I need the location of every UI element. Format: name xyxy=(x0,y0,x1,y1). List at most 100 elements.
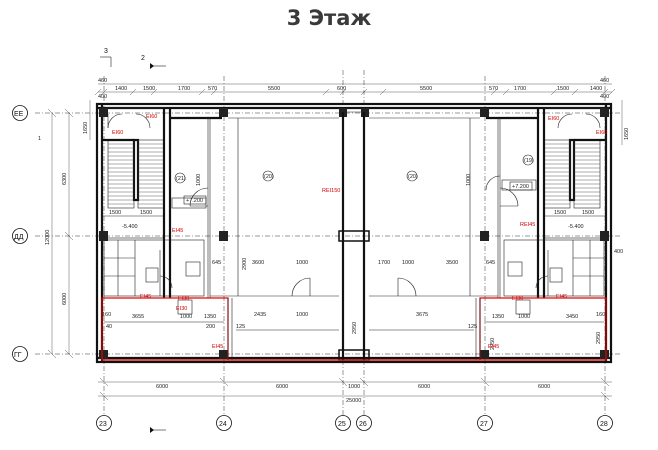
column-axis-27: 27 xyxy=(477,415,493,431)
dim-top-5: 5500 xyxy=(268,86,280,92)
fire-ratings: EI60 EI45 EI60 EI30 REI150 EI45 EI30 EI4… xyxy=(112,114,607,350)
axis-grid xyxy=(35,70,620,418)
svg-text:6300: 6300 xyxy=(62,173,68,185)
svg-text:125: 125 xyxy=(236,324,245,330)
column-axis-25: 25 xyxy=(335,415,351,431)
dim-top-1: 1400 xyxy=(115,86,127,92)
svg-text:1000: 1000 xyxy=(466,174,472,186)
column-axis-24: 24 xyxy=(216,415,232,431)
dimension-tick xyxy=(502,88,510,96)
dim-top-8: 570 xyxy=(489,86,498,92)
dimension-tick xyxy=(571,88,579,96)
dim-bottom-2: 6000 xyxy=(276,384,288,390)
svg-text:645: 645 xyxy=(486,260,495,266)
svg-text:1000: 1000 xyxy=(402,260,414,266)
level-mark-right: +7.200 xyxy=(512,184,529,190)
svg-text:23: 23 xyxy=(99,421,107,428)
room-markers: (20) (20) (21) (19) xyxy=(174,154,534,184)
right-corridor xyxy=(486,116,538,298)
svg-text:160: 160 xyxy=(596,312,605,318)
section-mark-3: 3 xyxy=(100,48,112,67)
svg-text:3450: 3450 xyxy=(566,314,578,320)
svg-text:24: 24 xyxy=(219,421,227,428)
fire-rating: REI45 xyxy=(520,222,535,228)
svg-text:ГГ: ГГ xyxy=(14,352,22,359)
level-marks: +7.200 +7.200 xyxy=(183,181,533,205)
svg-text:2: 2 xyxy=(141,55,145,62)
fire-rating: EI60 xyxy=(146,114,157,120)
dim-top-9: 1700 xyxy=(514,86,526,92)
room-mark-4: (19) xyxy=(524,158,534,164)
dim-top-small-3: 400 xyxy=(600,94,609,100)
svg-text:3500: 3500 xyxy=(446,260,458,266)
svg-text:26: 26 xyxy=(359,421,367,428)
section-arrow-bottom xyxy=(150,427,166,433)
row-axis-dd: ДД xyxy=(12,228,28,244)
svg-text:1000: 1000 xyxy=(518,314,530,320)
svg-text:1000: 1000 xyxy=(296,260,308,266)
fire-rating: EI30 xyxy=(178,296,189,302)
dim-top-3: 1700 xyxy=(178,86,190,92)
svg-text:25: 25 xyxy=(338,421,346,428)
left-dimension-chain: 6300 12000 6000 1650 1 xyxy=(38,100,91,359)
dim-bottom-5: 6000 xyxy=(538,384,550,390)
column-axis-23: 23 xyxy=(96,415,112,431)
section-mark-2: 2 xyxy=(141,55,166,69)
dimension-tick xyxy=(150,88,158,96)
svg-text:1350: 1350 xyxy=(204,314,216,320)
dimension-tick xyxy=(490,88,498,96)
svg-text:27: 27 xyxy=(480,421,488,428)
dim-bottom-total: 25000 xyxy=(346,398,361,404)
svg-text:200: 200 xyxy=(206,324,215,330)
row-axis-gg: ГГ xyxy=(12,346,28,362)
svg-text:1500: 1500 xyxy=(109,210,121,216)
dimension-tick xyxy=(322,88,330,96)
dim-bottom-4: 6000 xyxy=(418,384,430,390)
dim-top-small-1: 400 xyxy=(98,94,107,100)
svg-text:3655: 3655 xyxy=(132,314,144,320)
dimension-tick xyxy=(94,88,102,96)
room-mark-3: (21) xyxy=(176,176,186,182)
svg-text:400: 400 xyxy=(614,249,623,255)
dim-bottom-1: 6000 xyxy=(156,384,168,390)
fire-rating: EI60 xyxy=(112,130,123,136)
dimension-tick xyxy=(601,88,609,96)
dim-top-11: 1400 xyxy=(590,86,602,92)
svg-text:160: 160 xyxy=(102,312,111,318)
svg-text:1700: 1700 xyxy=(378,260,390,266)
svg-text:2950: 2950 xyxy=(596,332,602,344)
svg-text:2900: 2900 xyxy=(242,258,248,270)
svg-text:1350: 1350 xyxy=(492,314,504,320)
dim-top-6: 600 xyxy=(337,86,346,92)
dim-top-7: 5500 xyxy=(420,86,432,92)
svg-text:-5.400: -5.400 xyxy=(568,224,584,230)
dimension-tick xyxy=(210,88,218,96)
svg-text:1500: 1500 xyxy=(140,210,152,216)
dimension-tick xyxy=(608,88,616,96)
room-mark-1: (20) xyxy=(264,174,274,180)
interior-dims-right: 1700 1000 3500 645 3675 1350 1000 3450 1… xyxy=(378,174,605,350)
svg-text:2950: 2950 xyxy=(352,322,358,334)
fire-rating: EI45 xyxy=(140,294,151,300)
svg-text:ДД: ДД xyxy=(14,234,24,241)
fire-rating: EI60 xyxy=(548,116,559,122)
svg-text:2435: 2435 xyxy=(254,312,266,318)
level-mark-left: +7.200 xyxy=(186,198,203,204)
svg-text:28: 28 xyxy=(600,421,608,428)
right-stair-core xyxy=(536,107,607,298)
main-halls xyxy=(210,117,501,297)
dim-bottom-3: 1000 xyxy=(348,384,360,390)
svg-text:40: 40 xyxy=(106,324,112,330)
dimension-tick xyxy=(100,88,108,96)
fire-rating: EI45 xyxy=(212,344,223,350)
svg-text:-5.400: -5.400 xyxy=(122,224,138,230)
fire-rating: EI45 xyxy=(172,228,183,234)
svg-text:645: 645 xyxy=(212,260,221,266)
svg-text:1000: 1000 xyxy=(180,314,192,320)
dim-top-4: 570 xyxy=(208,86,217,92)
page-title: 3 Этаж xyxy=(286,6,372,30)
svg-text:3600: 3600 xyxy=(252,260,264,266)
svg-text:1500: 1500 xyxy=(554,210,566,216)
dimension-tick xyxy=(379,88,387,96)
